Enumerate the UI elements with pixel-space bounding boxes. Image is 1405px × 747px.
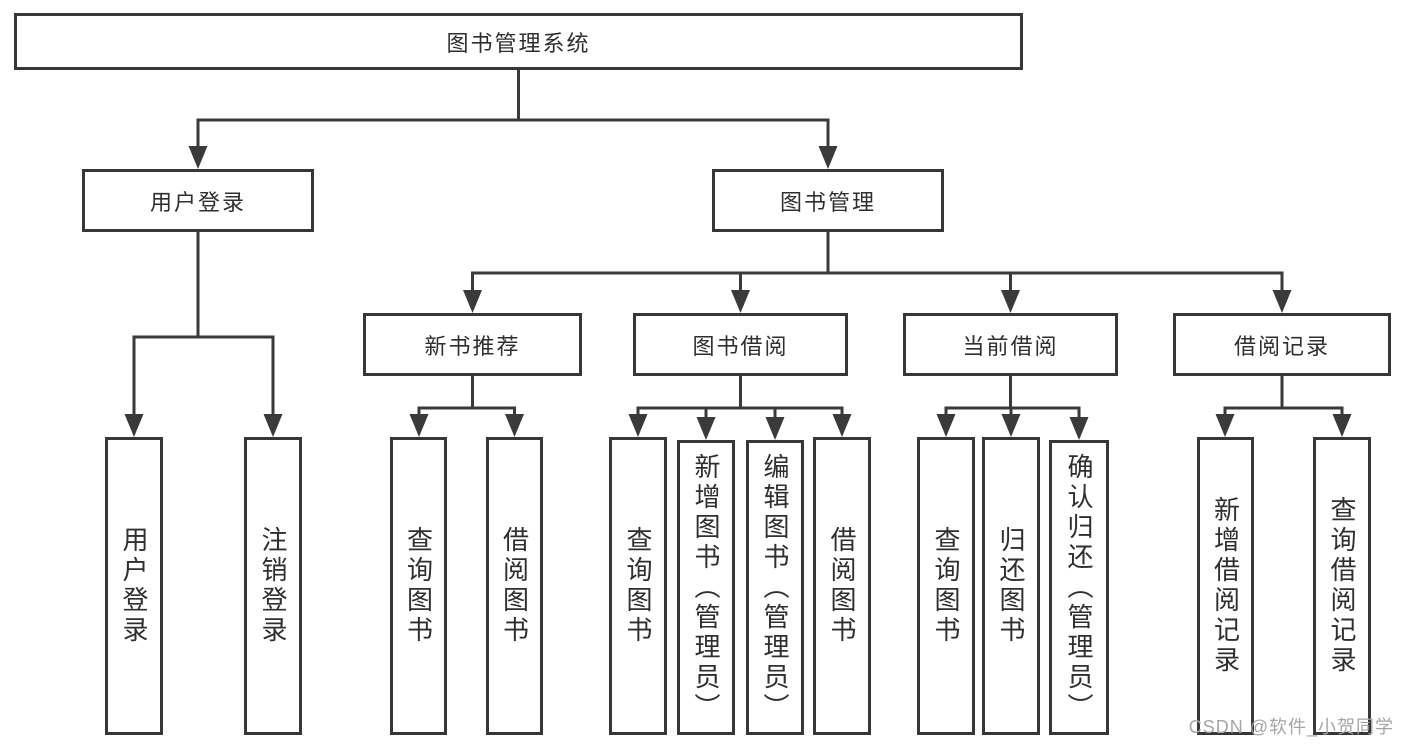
node-leaf-query-books-1: 查询图书	[390, 437, 447, 735]
node-label: 当前借阅	[962, 333, 1059, 359]
node-label: 用户登录	[149, 189, 246, 215]
node-leaf-edit-books-admin: 编辑图书（管理员）	[746, 440, 804, 735]
node-label: 查询图书	[403, 526, 434, 646]
edge-current-borrow-to-leaves	[936, 376, 1089, 440]
node-book-management: 图书管理	[712, 169, 944, 232]
node-leaf-return-books: 归还图书	[982, 437, 1040, 735]
node-label: 新增图书（管理员）	[691, 452, 721, 723]
node-leaf-query-books-3: 查询图书	[917, 437, 975, 735]
edge-user-login-to-leaves	[124, 232, 283, 437]
node-label: 注销登录	[258, 526, 288, 646]
node-leaf-borrow-books-2: 借阅图书	[813, 437, 871, 735]
node-label: 确认归还（管理员）	[1064, 452, 1094, 723]
node-leaf-add-borrow-record: 新增借阅记录	[1197, 437, 1254, 735]
node-label: 借阅记录	[1233, 333, 1330, 359]
node-leaf-query-books-2: 查询图书	[609, 437, 667, 735]
node-current-borrowing: 当前借阅	[903, 313, 1118, 376]
node-label: 借阅图书	[499, 526, 530, 646]
node-leaf-confirm-return-admin: 确认归还（管理员）	[1049, 440, 1109, 735]
node-label: 新书推荐	[424, 333, 521, 359]
node-label: 用户登录	[119, 526, 149, 646]
node-label: 借阅图书	[827, 526, 857, 646]
node-leaf-logout: 注销登录	[244, 437, 302, 735]
node-new-book-recommendation: 新书推荐	[363, 313, 582, 376]
node-label: 查询图书	[623, 526, 653, 646]
node-label: 新增借阅记录	[1210, 496, 1241, 676]
edge-book-borrow-to-leaves	[628, 376, 852, 440]
edge-new-book-rec-to-leaves	[409, 376, 524, 437]
node-user-login-group: 用户登录	[82, 169, 314, 232]
node-label: 查询图书	[931, 526, 961, 646]
node-label: 图书管理系统	[446, 30, 591, 56]
node-label: 查询借阅记录	[1327, 496, 1357, 676]
edge-borrow-records-to-leaves	[1215, 376, 1352, 437]
csdn-watermark: CSDN @软件_小贺同学	[1188, 717, 1394, 737]
edge-book-mgmt-to-level3	[463, 232, 1292, 313]
node-label: 图书管理	[779, 189, 876, 215]
node-borrowing-records: 借阅记录	[1173, 313, 1391, 376]
node-leaf-borrow-books-1: 借阅图书	[486, 437, 543, 735]
node-leaf-add-books-admin: 新增图书（管理员）	[677, 440, 735, 735]
node-root: 图书管理系统	[14, 13, 1023, 70]
node-label: 图书借阅	[692, 333, 789, 359]
node-label: 归还图书	[996, 526, 1026, 646]
edge-root-to-level2	[188, 69, 838, 169]
node-leaf-query-borrow-record: 查询借阅记录	[1313, 437, 1371, 735]
node-leaf-user-login: 用户登录	[105, 437, 163, 735]
node-label: 编辑图书（管理员）	[760, 452, 790, 723]
node-book-borrowing: 图书借阅	[633, 313, 848, 376]
